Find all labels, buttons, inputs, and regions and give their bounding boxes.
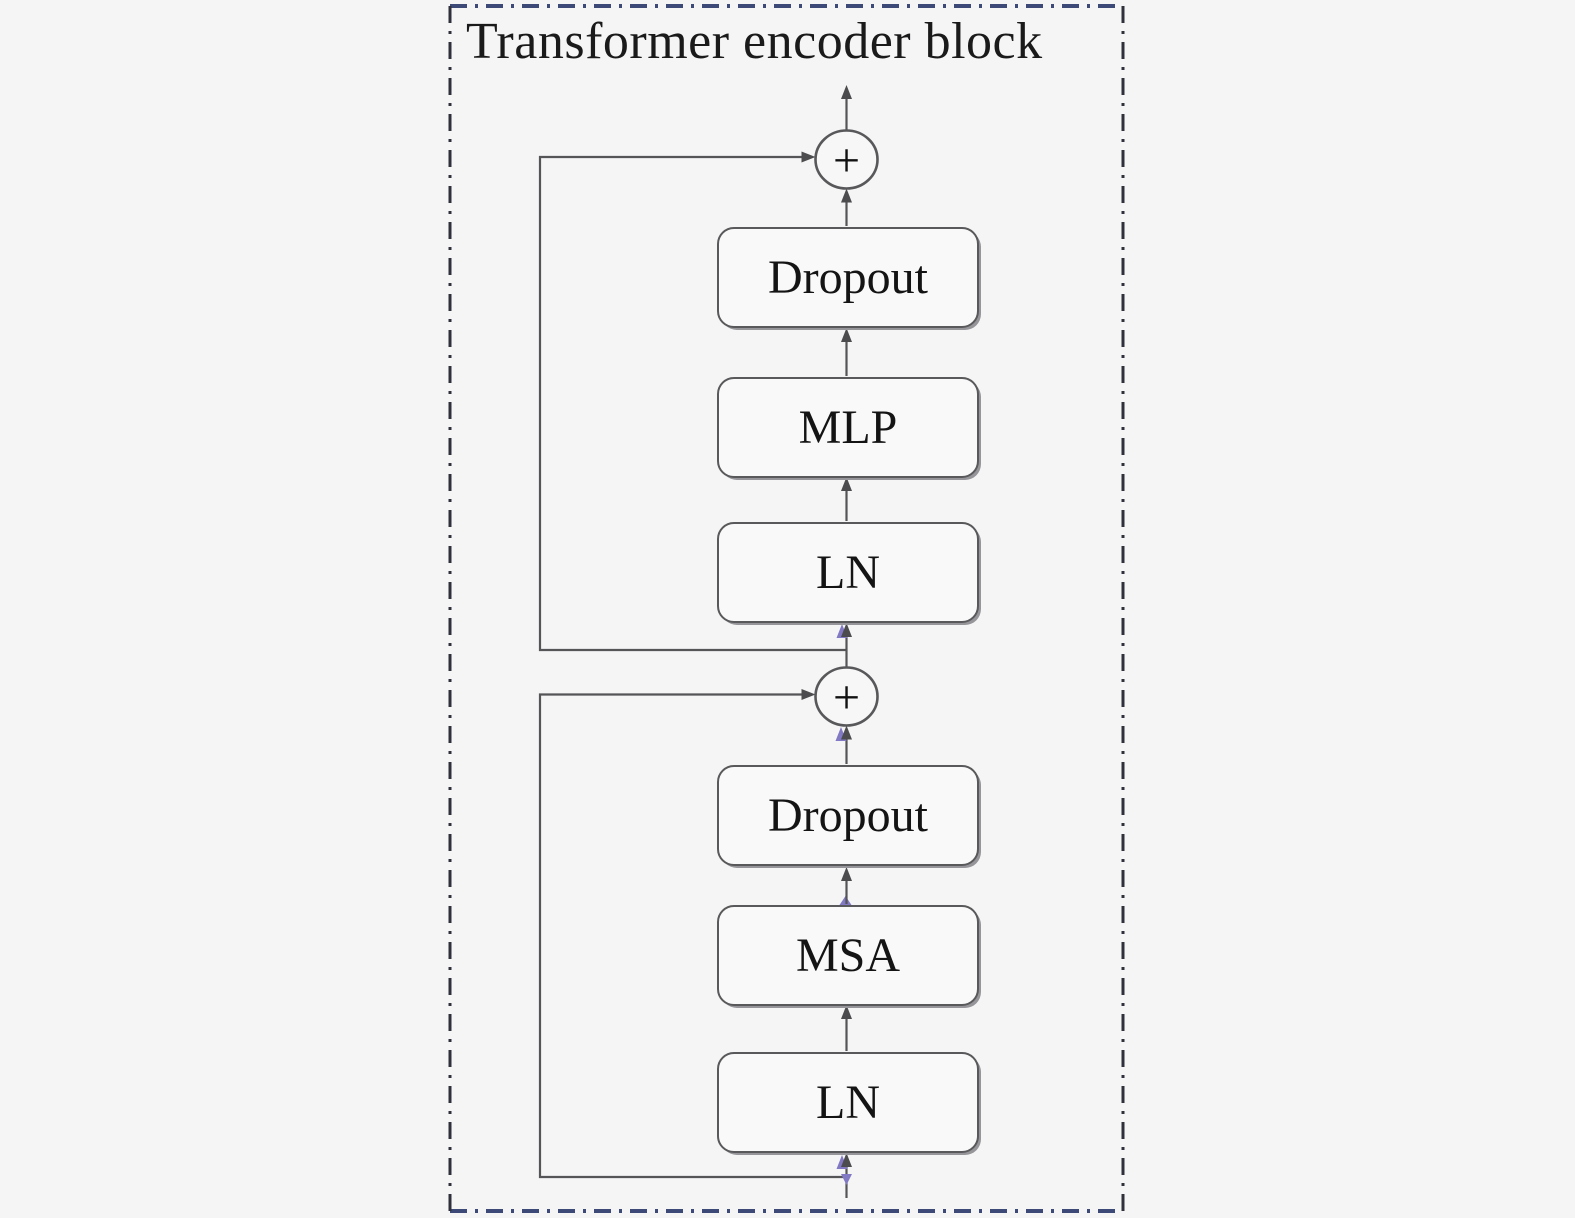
skip-connections [538,151,847,1179]
skip-connection-lower [538,693,847,1179]
msa-dropout-arrowhead-icon [841,867,852,881]
add1-ln-arrowhead-icon [841,623,852,637]
block-dropout-bottom-label: Dropout [768,789,928,842]
dropout-add1-arrowhead-icon [841,725,852,740]
block-ln-top-label: LN [816,546,880,599]
block-mlp-label: MLP [798,401,898,454]
block-ln-bottom-label: LN [816,1076,880,1129]
block-dropout-bottom: Dropout [717,765,979,866]
block-dropout-top: Dropout [717,227,979,328]
block-ln-bottom: LN [717,1052,979,1153]
output-arrowhead-icon [841,85,852,99]
mlp-dropout-arrowhead-icon [841,328,852,342]
dropout-add2-arrowhead-icon [841,188,852,203]
block-dropout-top-label: Dropout [768,251,928,304]
block-mlp: MLP [717,377,979,478]
skip-upper-arrowhead-icon [801,151,816,163]
block-msa-label: MSA [795,929,901,982]
skip-lower-arrowhead-icon [801,689,816,700]
add-node-top: + [814,129,879,190]
skip-junction-accent-icon [841,1174,852,1185]
block-msa: MSA [717,905,979,1006]
input-arrowhead-icon [841,1153,852,1167]
main-path [835,85,852,1198]
skip-connection-upper [538,155,847,652]
ln-mlp-arrowhead-icon [841,477,852,491]
block-ln-top: LN [717,522,979,623]
plus-sign-top: + [833,134,860,187]
ln-msa-arrowhead-icon [841,1005,852,1019]
add-circle-top [814,129,879,190]
add-circle-middle [814,666,879,727]
encoder-block-frame [448,4,1125,1213]
plus-sign-middle: + [833,671,860,724]
add-node-middle: + [814,666,879,727]
diagram-title: Transformer encoder block [466,13,1043,70]
